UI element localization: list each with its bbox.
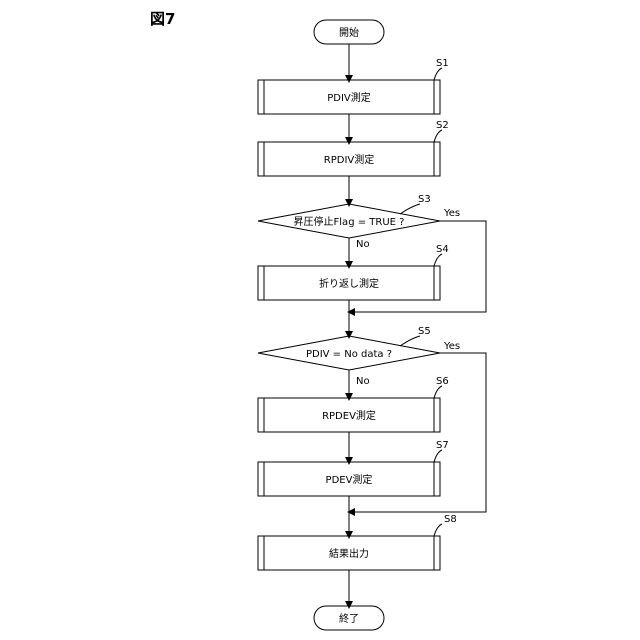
step-s4: S4 — [436, 244, 449, 255]
end-label: 終了 — [339, 612, 359, 625]
start-label: 開始 — [339, 26, 359, 39]
s4-label: 折り返し測定 — [319, 277, 379, 290]
s3-yes-label: Yes — [443, 208, 460, 219]
step-s6: S6 — [436, 376, 449, 387]
s3-no-label: No — [356, 239, 370, 250]
leader-s6 — [434, 386, 442, 398]
leader-s7 — [434, 450, 442, 462]
leader-s1 — [434, 68, 442, 80]
s6-label: RPDEV測定 — [322, 409, 376, 422]
s1-label: PDIV測定 — [327, 91, 371, 104]
s7-label: PDEV測定 — [326, 473, 373, 486]
leader-s5 — [400, 336, 420, 346]
leader-s8 — [434, 524, 442, 536]
step-s5: S5 — [418, 326, 431, 337]
leader-s2 — [434, 130, 442, 142]
step-s8: S8 — [444, 514, 457, 525]
s5-no-label: No — [356, 376, 370, 387]
step-s7: S7 — [436, 440, 449, 451]
s3-label: 昇圧停止Flag = TRUE ? — [294, 215, 405, 228]
s5-yes-label: Yes — [443, 341, 460, 352]
step-s2: S2 — [436, 120, 449, 131]
leader-s4 — [434, 254, 442, 266]
step-s1: S1 — [436, 58, 449, 69]
s2-label: RPDIV測定 — [324, 153, 374, 166]
s5-label: PDIV = No data ? — [306, 349, 392, 360]
s8-label: 結果出力 — [329, 547, 369, 560]
leader-s3 — [400, 204, 420, 214]
step-s3: S3 — [418, 194, 431, 205]
